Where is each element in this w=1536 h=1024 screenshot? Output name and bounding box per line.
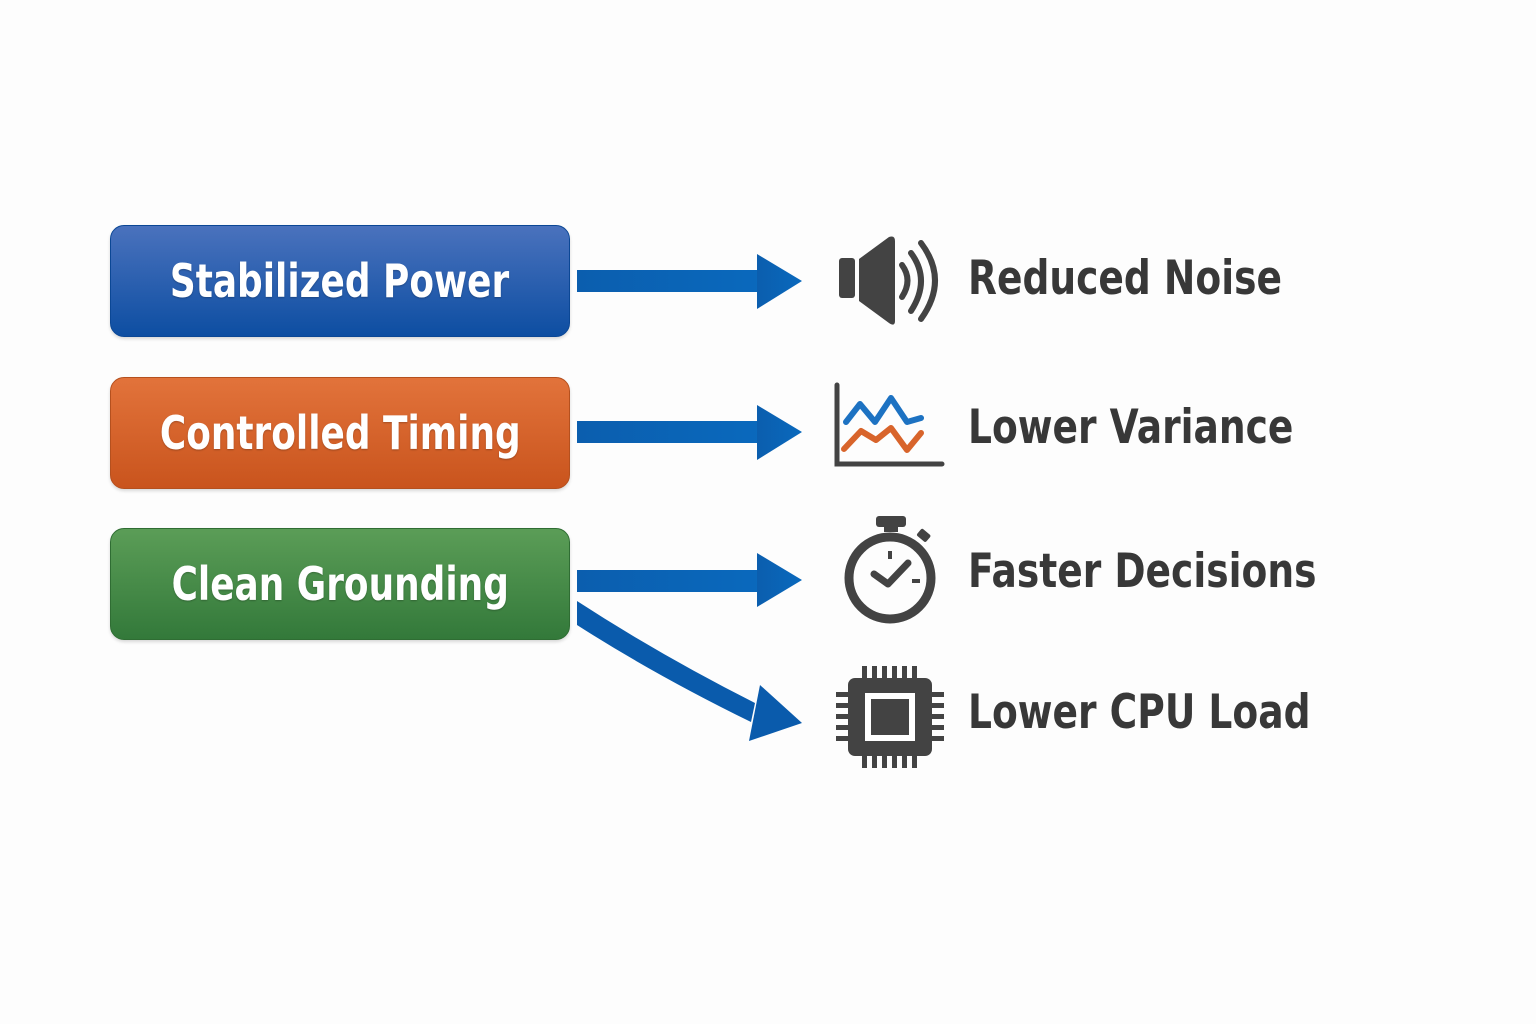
cause-label: Controlled Timing xyxy=(159,406,521,460)
arrow-grounding-to-decisions xyxy=(577,553,802,607)
cause-label: Stabilized Power xyxy=(170,254,510,308)
cause-label: Clean Grounding xyxy=(171,557,509,611)
cpu-chip-icon xyxy=(836,666,944,768)
cause-box-controlled-timing: Controlled Timing xyxy=(110,377,570,489)
arrow-power-to-noise xyxy=(577,254,802,309)
arrow-timing-to-variance xyxy=(577,405,802,460)
effect-label-reduced-noise: Reduced Noise xyxy=(968,251,1283,306)
arrow-grounding-to-cpu xyxy=(577,601,802,741)
stopwatch-icon xyxy=(844,516,936,624)
speaker-icon xyxy=(839,236,938,325)
cause-box-stabilized-power: Stabilized Power xyxy=(110,225,570,337)
line-chart-icon xyxy=(834,382,945,467)
effect-label-lower-cpu-load: Lower CPU Load xyxy=(968,685,1311,740)
effect-label-faster-decisions: Faster Decisions xyxy=(968,544,1317,599)
cause-box-clean-grounding: Clean Grounding xyxy=(110,528,570,640)
effect-label-lower-variance: Lower Variance xyxy=(968,400,1294,455)
